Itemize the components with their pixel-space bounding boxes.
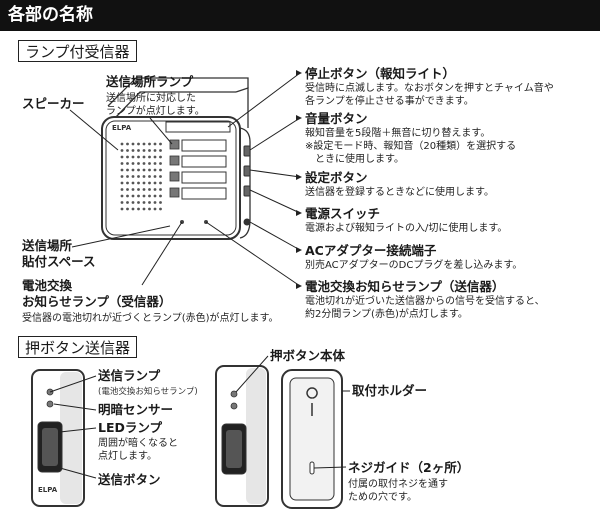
section-header: 各部の名称 — [0, 0, 600, 31]
screw-guide-desc-2: ための穴です。 — [348, 492, 417, 503]
push-body-label: 押ボタン本体 — [270, 348, 346, 363]
label-space-label-1: 送信場所 — [22, 238, 73, 253]
mounting-holder — [281, 369, 343, 509]
led-lamp-desc-2: 点灯します。 — [98, 451, 157, 462]
speaker-grille — [120, 142, 162, 211]
transmitter-front — [31, 369, 85, 507]
leader-arrows — [296, 70, 302, 289]
push-button-body — [215, 365, 269, 507]
receiver-brand-logo: ELPA — [112, 124, 132, 132]
led-lamp-label: LEDランプ — [98, 420, 163, 435]
screw-guide-label: ネジガイド（2ヶ所） — [348, 460, 470, 475]
volume-button-label: 音量ボタン — [305, 111, 368, 126]
battery-lamp-label-1: 電池交換 — [22, 278, 73, 293]
volume-button-desc-2: ※設定モード時、報知音（20種類）を選択する — [305, 141, 517, 152]
light-sensor-label: 明暗センサー — [98, 402, 174, 417]
ac-jack-label: ACアダプター接続端子 — [305, 243, 437, 258]
receiver-section-title: ランプ付受信器 — [18, 40, 137, 62]
send-lamp-label: 送信ランプ — [98, 368, 161, 383]
leader-lines — [49, 72, 350, 479]
battery-lamp-label-2: お知らせランプ（受信器） — [22, 294, 172, 309]
sender-lamps — [169, 139, 227, 200]
ac-jack-desc: 別売ACアダプターのDCプラグを差し込みます。 — [305, 260, 523, 271]
side-buttons — [243, 145, 251, 226]
stop-button-desc-1: 受信時に点滅します。なおボタンを押すとチャイム音や — [305, 83, 554, 94]
sender-lamp-desc-1: 送信場所に対応した — [106, 93, 196, 104]
volume-button-desc-1: 報知音量を5段階＋無音に切り替えます。 — [305, 128, 491, 139]
volume-button-desc-3: ときに使用します。 — [305, 154, 404, 165]
stop-light-window — [165, 121, 231, 133]
stop-button-label: 停止ボタン（報知ライト） — [305, 66, 456, 81]
send-lamp-sub: (電池交換お知らせランプ) — [98, 387, 198, 397]
send-button-label: 送信ボタン — [98, 472, 161, 487]
speaker-label: スピーカー — [22, 96, 85, 111]
transmitter-brand-logo: ELPA — [38, 486, 58, 494]
sender-battery-lamp-desc-1: 電池切れが近づいた送信器からの信号を受信すると、 — [305, 296, 545, 307]
power-switch-desc: 電源および報知ライトの入/切に使用します。 — [305, 223, 508, 234]
sender-lamp-label: 送信場所ランプ — [106, 74, 194, 89]
battery-lamp-desc: 受信器の電池切れが近づくとランプ(赤色)が点灯します。 — [22, 313, 279, 324]
setting-button-label: 設定ボタン — [305, 170, 368, 185]
sender-battery-lamp-label: 電池交換お知らせランプ（送信器） — [305, 279, 505, 294]
setting-button-desc: 送信器を登録するときなどに使用します。 — [305, 187, 494, 198]
transmitter-section-title: 押ボタン送信器 — [18, 336, 138, 358]
label-space-label-2: 貼付スペース — [22, 254, 96, 269]
sender-battery-lamp-desc-2: 約2分間ランプ(赤色)が点灯します。 — [305, 309, 468, 320]
stop-button-desc-2: 各ランプを停止させる事ができます。 — [305, 96, 474, 107]
power-switch-label: 電源スイッチ — [305, 206, 381, 221]
holder-label: 取付ホルダー — [352, 383, 428, 398]
led-lamp-desc-1: 周囲が暗くなると — [98, 438, 178, 449]
screw-guide-desc-1: 付属の取付ネジを通す — [348, 479, 448, 490]
sender-lamp-desc-2: ランプが点灯します。 — [106, 106, 205, 117]
